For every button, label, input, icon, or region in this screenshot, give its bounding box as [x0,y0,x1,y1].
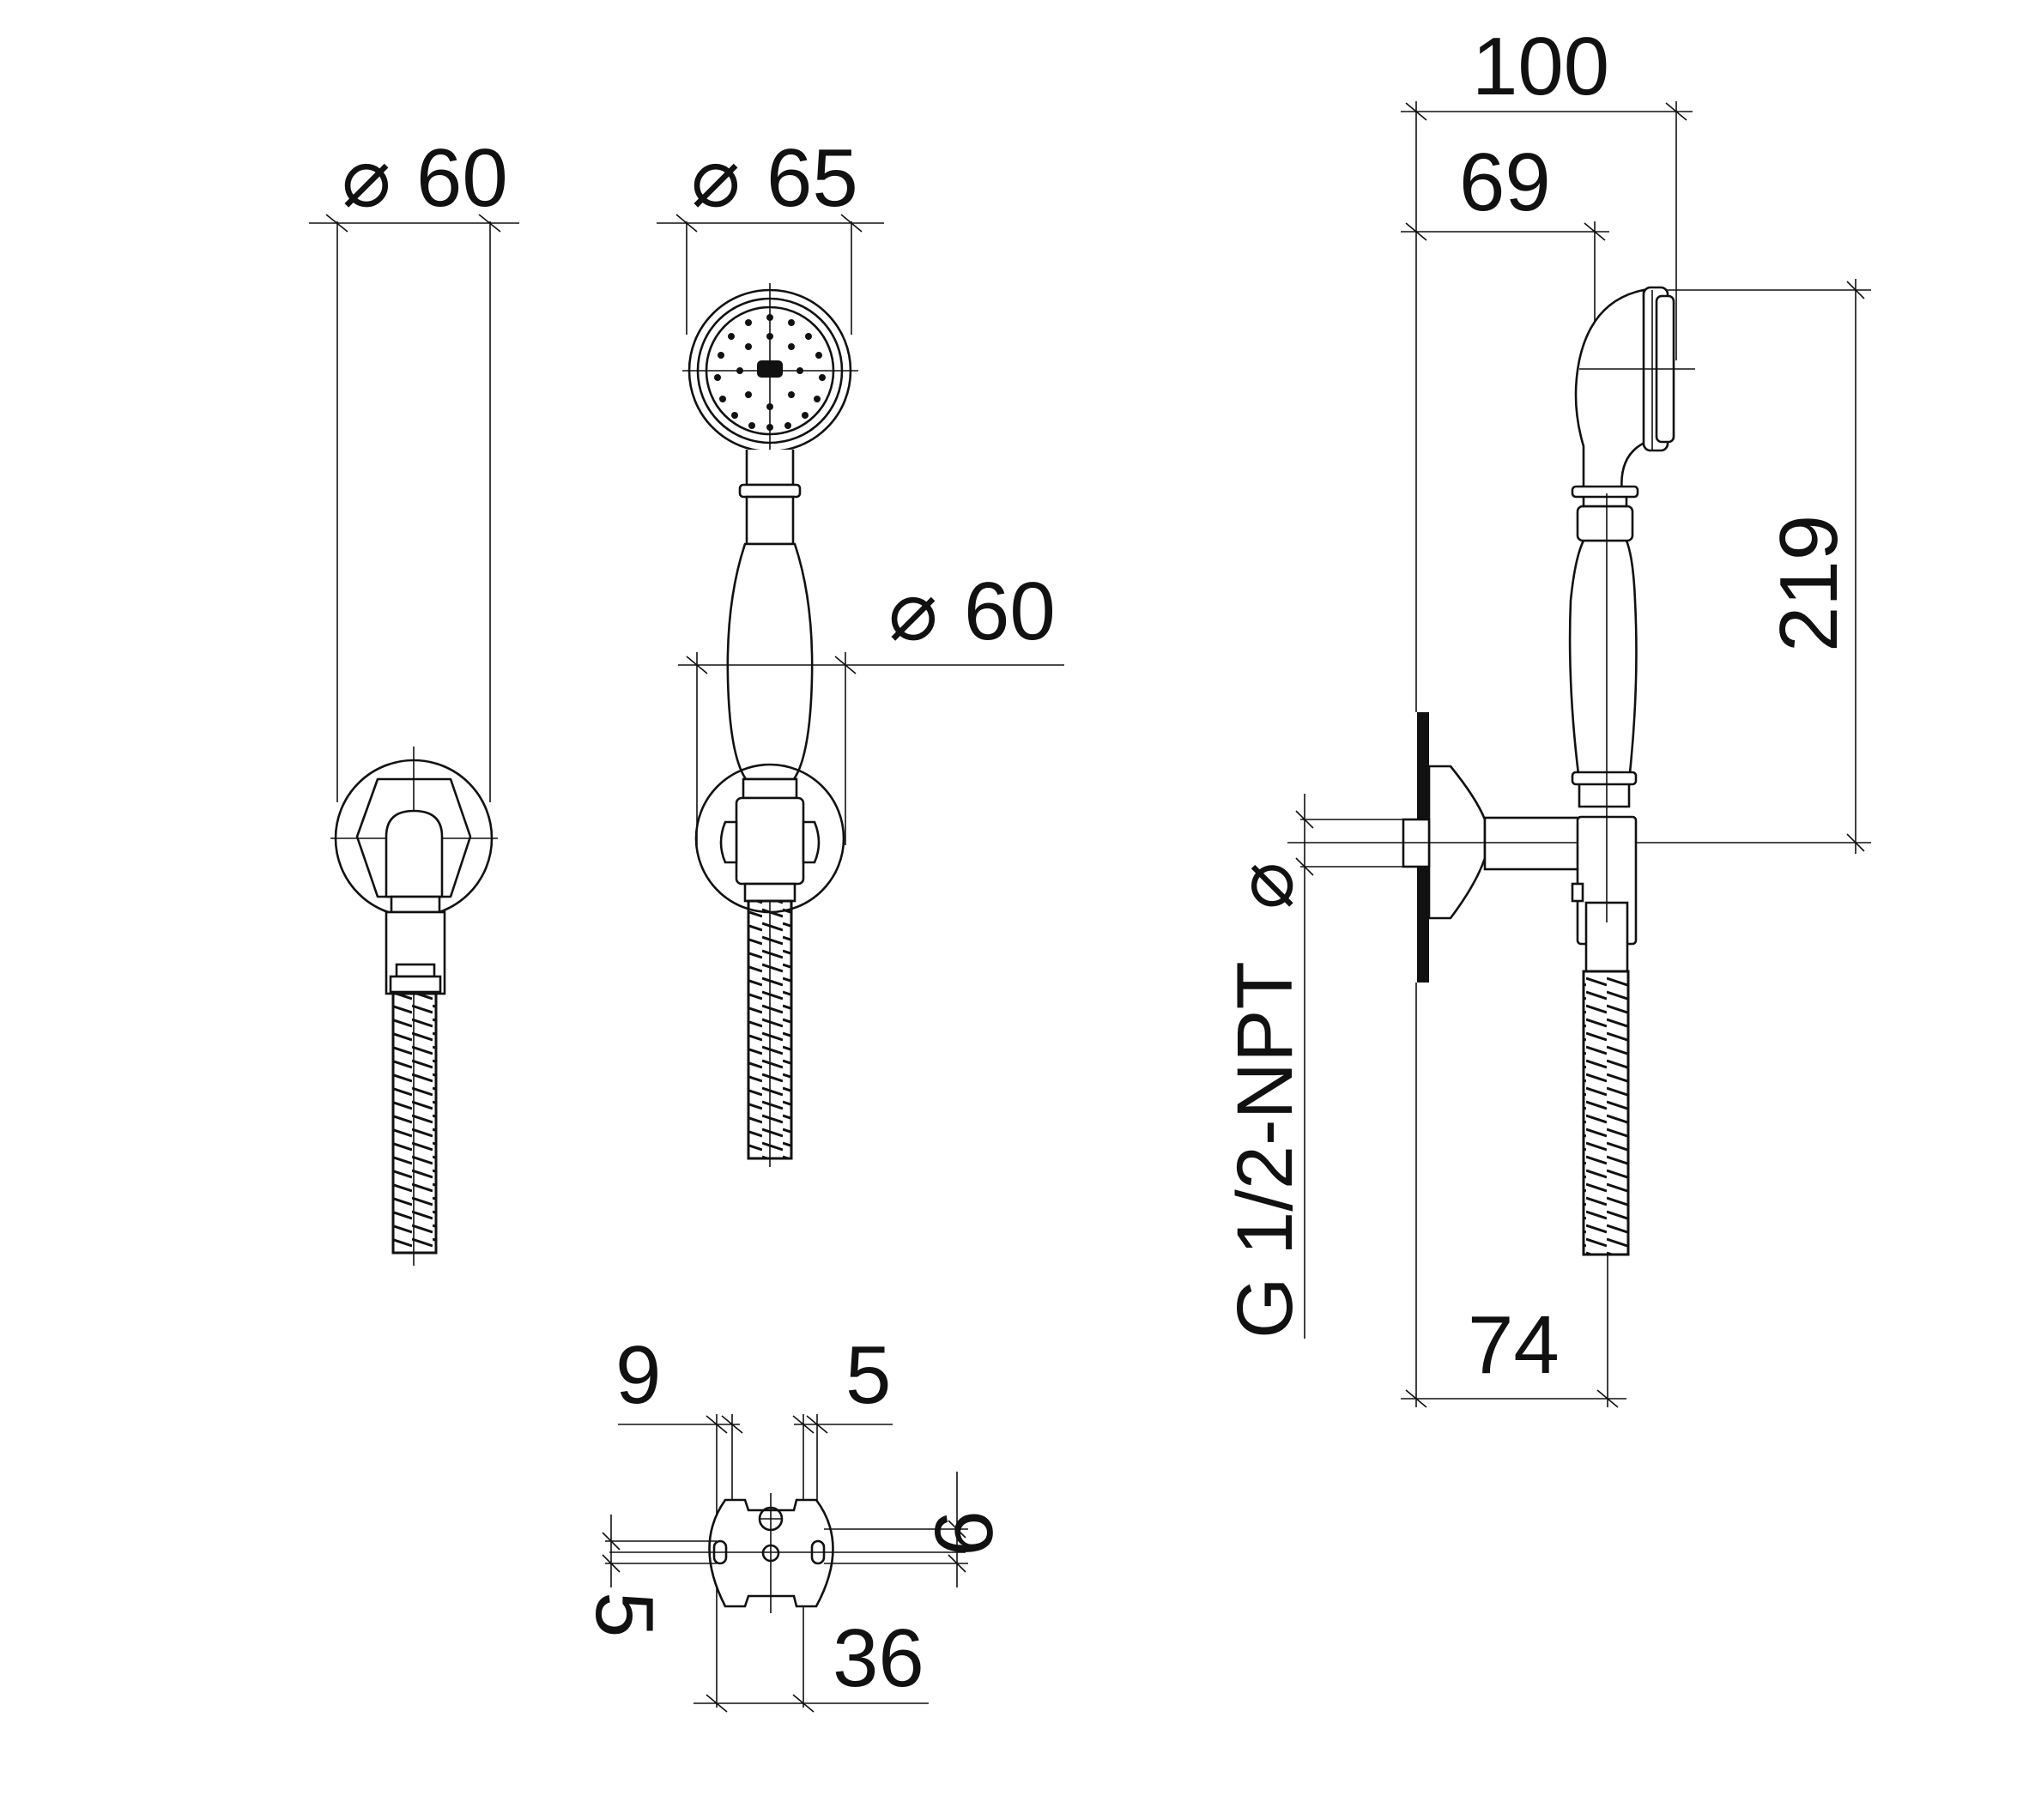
head-diameter-label: ⌀ 65 [691,132,858,224]
holder-diameter-label: ⌀ 60 [342,132,508,224]
left-slot-label: 9 [615,1329,661,1421]
diameter-symbol-icon: ⌀ [342,132,391,224]
hole-spacing-label: 36 [833,1612,924,1704]
overall-width-label: 100 [1472,21,1609,112]
diameter-symbol-icon: ⌀ [888,565,938,657]
right-slot-label: 5 [845,1329,891,1421]
holder-diameter-label-2: ⌀ 60 [888,565,1056,657]
side-view: 100 69 219 [1221,21,1871,1408]
shower-front-view: ⌀ 65 ⌀ 60 [657,132,1064,1167]
diameter-symbol-icon: ⌀ [691,132,741,224]
connection-label: G 1/2-NPT [1221,961,1309,1339]
height-label: 219 [1763,515,1855,652]
mounting-plate-view: 9 5 9 5 36 [578,1329,1009,1713]
head-offset-label: 69 [1459,136,1551,228]
slot-height-label: 5 [578,1592,670,1637]
svg-text:65: 65 [766,132,858,224]
bottom-width-label: 74 [1468,1299,1560,1391]
connection-diameter-icon: ⌀ [1221,862,1309,910]
holder-front-view: ⌀ 60 [309,132,519,1266]
svg-text:60: 60 [416,132,508,224]
svg-text:60: 60 [964,565,1056,657]
vertical-offset-label: 9 [918,1510,1009,1556]
